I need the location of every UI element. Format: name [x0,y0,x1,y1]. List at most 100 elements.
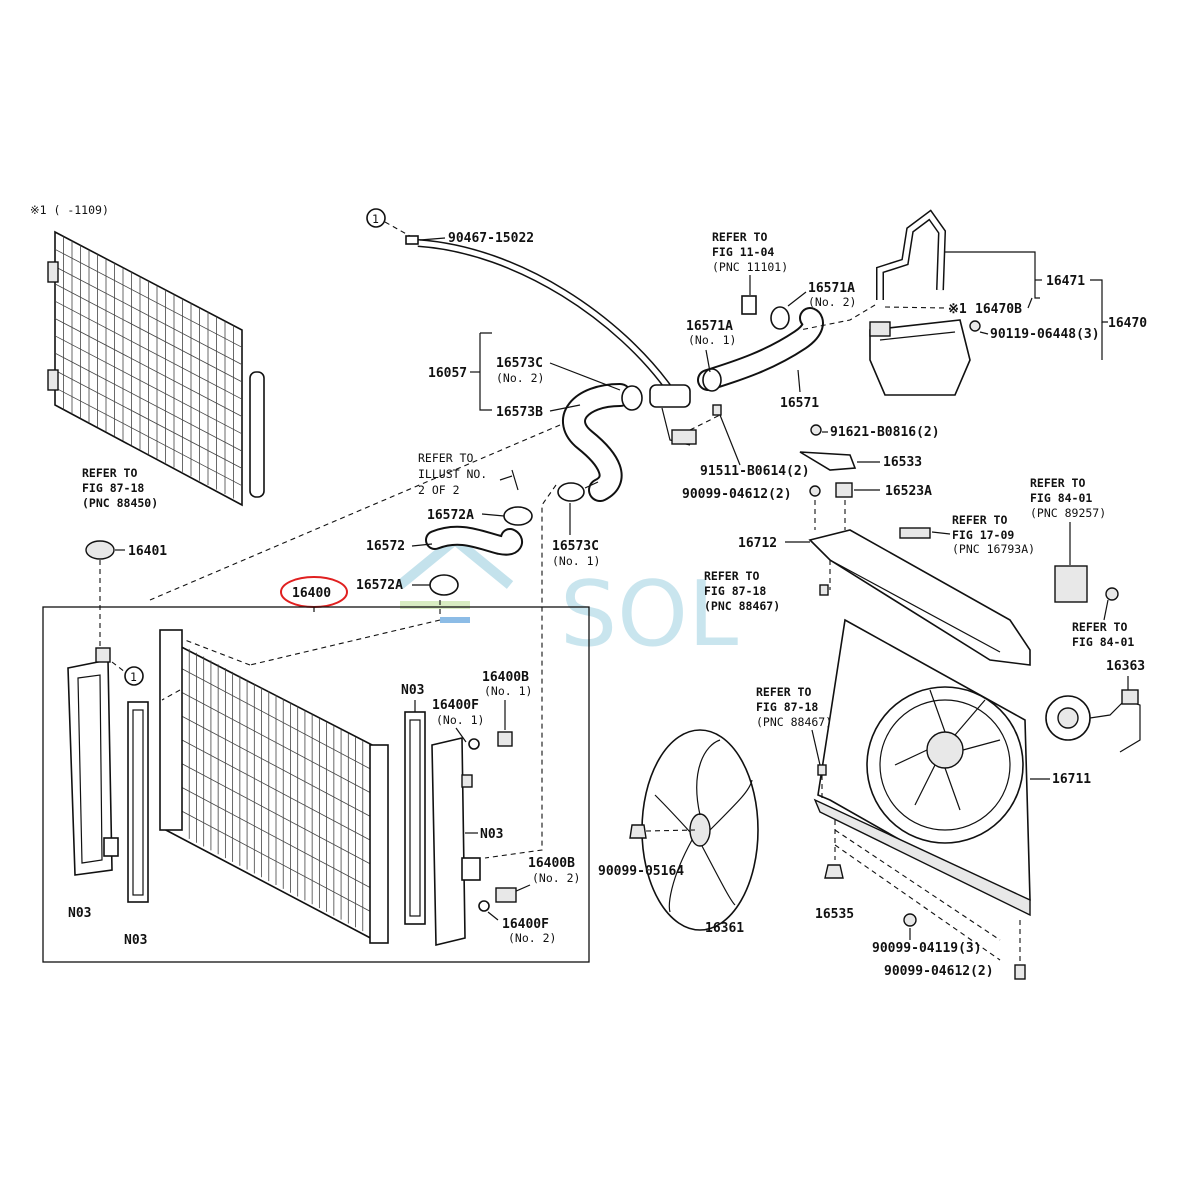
water-outlet [649,384,697,446]
ref-fig1709-2: FIG 17-09 [952,528,1014,542]
label-16400f-1-sub: (No. 1) [436,713,484,727]
label-16400f-2-sub: (No. 2) [508,931,556,945]
label-16572a-a: 16572A [427,508,474,523]
label-16712: 16712 [738,536,777,551]
ref-fig8401a-2: FIG 84-01 [1030,491,1092,505]
label-n03-d: N03 [480,827,503,842]
drain-plug-16400b-1 [497,731,513,747]
callout-1-top: 1 [366,208,386,228]
label-16571a-1-sub: (No. 1) [688,333,736,347]
bracket-16533 [799,451,857,471]
bolt-90119 [969,320,981,332]
label-90119: 90119-06448(3) [990,327,1100,342]
drain-plug-16400b-2 [495,887,517,903]
ref-condenser-3: (PNC 88450) [82,496,158,510]
label-n03-a: N03 [68,906,91,921]
ref-fig8401a-3: (PNC 89257) [1030,506,1106,520]
radiator-core [159,629,389,944]
radiator-right-tank [431,736,481,947]
thermostat-ref-part [741,295,757,315]
label-90099-05164: 90099-05164 [598,864,684,879]
clamp-16573c-no1 [557,482,585,502]
label-90467: 90467-15022 [448,231,534,246]
radiator-assembly-box [42,606,590,963]
oring-16400f-2 [478,900,490,912]
clamp-16571a-no2 [770,306,790,330]
label-16572a-b: 16572A [356,578,403,593]
label-16573c-bot-sub: (No. 1) [552,554,600,568]
label-16400f-2: 16400F [502,917,549,932]
label-16057: 16057 [428,366,467,381]
label-16571a-2-sub: (No. 2) [808,295,856,309]
ac-condenser [47,230,265,507]
label-16533: 16533 [883,455,922,470]
label-16471: 16471 [1046,274,1085,289]
note-condenser-range: ※1 ( -1109) [30,203,109,217]
callout-1-bottom-text: 1 [130,670,137,684]
label-90099-04612-b: 90099-04612(2) [884,964,994,979]
clamp-16573c-no2 [621,385,643,411]
ref-illust-2: ILLUST NO. [418,467,487,481]
label-16363: 16363 [1106,659,1145,674]
label-16400: 16400 [292,586,331,601]
ref-fig1104-1: REFER TO [712,230,767,244]
bolt-90099-04119 [903,913,917,927]
label-16361: 16361 [705,921,744,936]
label-16523a: 16523A [885,484,932,499]
ref-fig8718b-3: (PNC 88467) [756,715,832,729]
note-mark: ※1 [948,302,967,317]
ref-condenser-2: FIG 87-18 [82,481,144,495]
label-16400f-1: 16400F [432,698,479,713]
fan-motor-16363 [1045,689,1141,753]
ref-fig8718a-1: REFER TO [704,569,759,583]
bolt-91621 [810,424,822,436]
label-16573c-bot: 16573C [552,539,599,554]
label-16571a-1: 16571A [686,319,733,334]
ref-fig8401a-1: REFER TO [1030,476,1085,490]
label-16470b: 16470B [975,302,1022,317]
oring-16400f-1 [468,738,480,750]
ref-illust-1: REFER TO [418,451,473,465]
label-16571a-2: 16571A [808,281,855,296]
ref-fig1104-2: FIG 11-04 [712,245,774,259]
ref-fig1104-3: (PNC 11101) [712,260,788,274]
callout-1-top-text: 1 [372,212,379,226]
callout-1-bottom: 1 [124,666,144,686]
bolt-90099-04612-a [809,485,821,497]
nut-16535 [824,864,844,879]
nut-90099-05164 [629,824,647,839]
label-16470: 16470 [1108,316,1147,331]
gasket-n03-left [127,701,149,903]
ref-fig1709-1: REFER TO [952,513,1007,527]
nut-16523a [835,482,853,498]
label-16572: 16572 [366,539,405,554]
label-16401: 16401 [128,544,167,559]
label-90099-04119: 90099-04119(3) [872,941,982,956]
clamp-16572a-a [503,506,533,526]
label-16573b: 16573B [496,405,543,420]
reservoir-tank [869,319,971,396]
ref-condenser-1: REFER TO [82,466,137,480]
label-16400b-2: 16400B [528,856,575,871]
ref-fig8401b-1: REFER TO [1072,620,1127,634]
label-16400b-2-sub: (No. 2) [532,871,580,885]
label-91621: 91621-B0816(2) [830,425,940,440]
ref-fig8401b-2: FIG 84-01 [1072,635,1134,649]
label-16535: 16535 [815,907,854,922]
watermark: SOL [396,533,738,667]
label-16400b-1-sub: (No. 1) [484,684,532,698]
gasket-n03-right [404,711,426,925]
bolt-90099-04612-b [1014,964,1026,980]
label-n03-c: N03 [401,683,424,698]
ref-fig1709-3: (PNC 16793A) [952,542,1035,556]
label-16571: 16571 [780,396,819,411]
radiator-cap-16401 [85,540,115,560]
ref-fig8718a-2: FIG 87-18 [704,584,766,598]
label-16711: 16711 [1052,772,1091,787]
cooling-fan-16361 [641,729,759,931]
clamp-16572a-b [429,574,459,596]
label-16400b-1: 16400B [482,670,529,685]
ref-fig8718b-2: FIG 87-18 [756,700,818,714]
label-90099-04612-a: 90099-04612(2) [682,487,792,502]
